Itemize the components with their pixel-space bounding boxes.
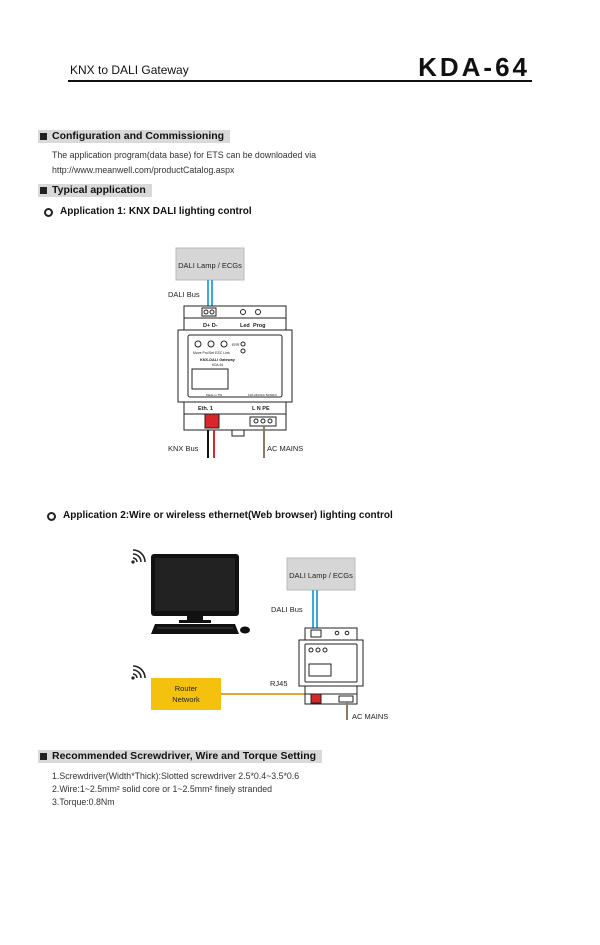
app2-dali-bus-label: DALI Bus bbox=[271, 605, 303, 614]
router-label-line1: Router bbox=[175, 684, 198, 693]
app2-lamp-box bbox=[286, 557, 356, 591]
config-url: http://www.meanwell.com/productCatalog.a… bbox=[52, 165, 235, 175]
app1-lamp-label: DALI Lamp / ECGs bbox=[178, 261, 242, 270]
app1-knx-bus-label: KNX Bus bbox=[168, 444, 199, 453]
config-text-line1: The application program(data base) for E… bbox=[52, 150, 317, 160]
app1-device-top bbox=[183, 305, 287, 319]
app2-diagram: Router Network RJ45 DALI Lamp / ECGs DAL… bbox=[131, 549, 364, 720]
app1-made-in: Made in TW bbox=[206, 393, 222, 397]
router-label-line2: Network bbox=[172, 695, 200, 704]
model-number: KDA-64 bbox=[418, 52, 530, 82]
app1-dali-bus-label: DALI Bus bbox=[168, 290, 200, 299]
keyboard-icon bbox=[151, 624, 239, 634]
app1-mains-terminal-label: L N PE bbox=[252, 406, 270, 412]
app2-title: Application 2:Wire or wireless ethernet(… bbox=[47, 510, 393, 521]
app1-buttons-label: Move Pro/Set ESC Link bbox=[193, 351, 230, 355]
mouse-icon bbox=[240, 626, 250, 634]
computer-monitor-icon bbox=[151, 554, 239, 623]
app1-device-model: KDA-64 bbox=[212, 363, 223, 367]
app1-dali-terminal bbox=[201, 307, 217, 317]
app2-ac-mains-label: AC MAINS bbox=[352, 712, 389, 721]
rj45-label: RJ45 bbox=[270, 679, 288, 688]
app1-device-label-strip bbox=[183, 317, 287, 331]
app1-led-indicator bbox=[240, 309, 246, 315]
app1-prog-indicator bbox=[255, 309, 261, 315]
app2-gateway-device bbox=[298, 627, 364, 705]
app1-led-label: Led bbox=[240, 323, 250, 329]
app1-device-name: KNX-DALI Gateway bbox=[200, 358, 236, 362]
router-box bbox=[151, 678, 221, 710]
wire-spec: 2.Wire:1~2.5mm² solid core or 1~2.5mm² f… bbox=[52, 784, 273, 794]
app1-knx-connector bbox=[204, 413, 220, 429]
wifi-icon bbox=[131, 665, 146, 680]
app1-eth-label: Eth. 1 bbox=[198, 406, 213, 412]
header-title: KNX to DALI Gateway bbox=[70, 63, 189, 77]
app1-rating: 100-240VAC 50/60Hz bbox=[248, 393, 277, 397]
app1-err-label: ERR bbox=[232, 343, 240, 347]
header-rule bbox=[68, 80, 532, 82]
app1-ac-mains-label: AC MAINS bbox=[267, 444, 304, 453]
app1-prog-label: Prog bbox=[253, 323, 266, 329]
screwdriver-spec: 1.Screwdriver(Width*Thick):Slotted screw… bbox=[52, 771, 300, 781]
section-heading-config: Configuration and Commissioning bbox=[38, 130, 231, 143]
wifi-icon bbox=[131, 549, 146, 564]
torque-spec: 3.Torque:0.8Nm bbox=[52, 797, 115, 807]
app2-lamp-label: DALI Lamp / ECGs bbox=[289, 571, 353, 580]
app1-diagram: DALI Lamp / ECGs DALI Bus D+ D- Led Prog… bbox=[168, 247, 293, 458]
app1-terminal-dali-label: D+ D- bbox=[203, 323, 218, 329]
section-heading-typical: Typical application bbox=[38, 184, 152, 197]
app1-title: Application 1: KNX DALI lighting control bbox=[44, 206, 252, 217]
section-heading-screwdriver: Recommended Screwdriver, Wire and Torque… bbox=[38, 750, 323, 763]
app1-lamp-box bbox=[175, 247, 245, 281]
